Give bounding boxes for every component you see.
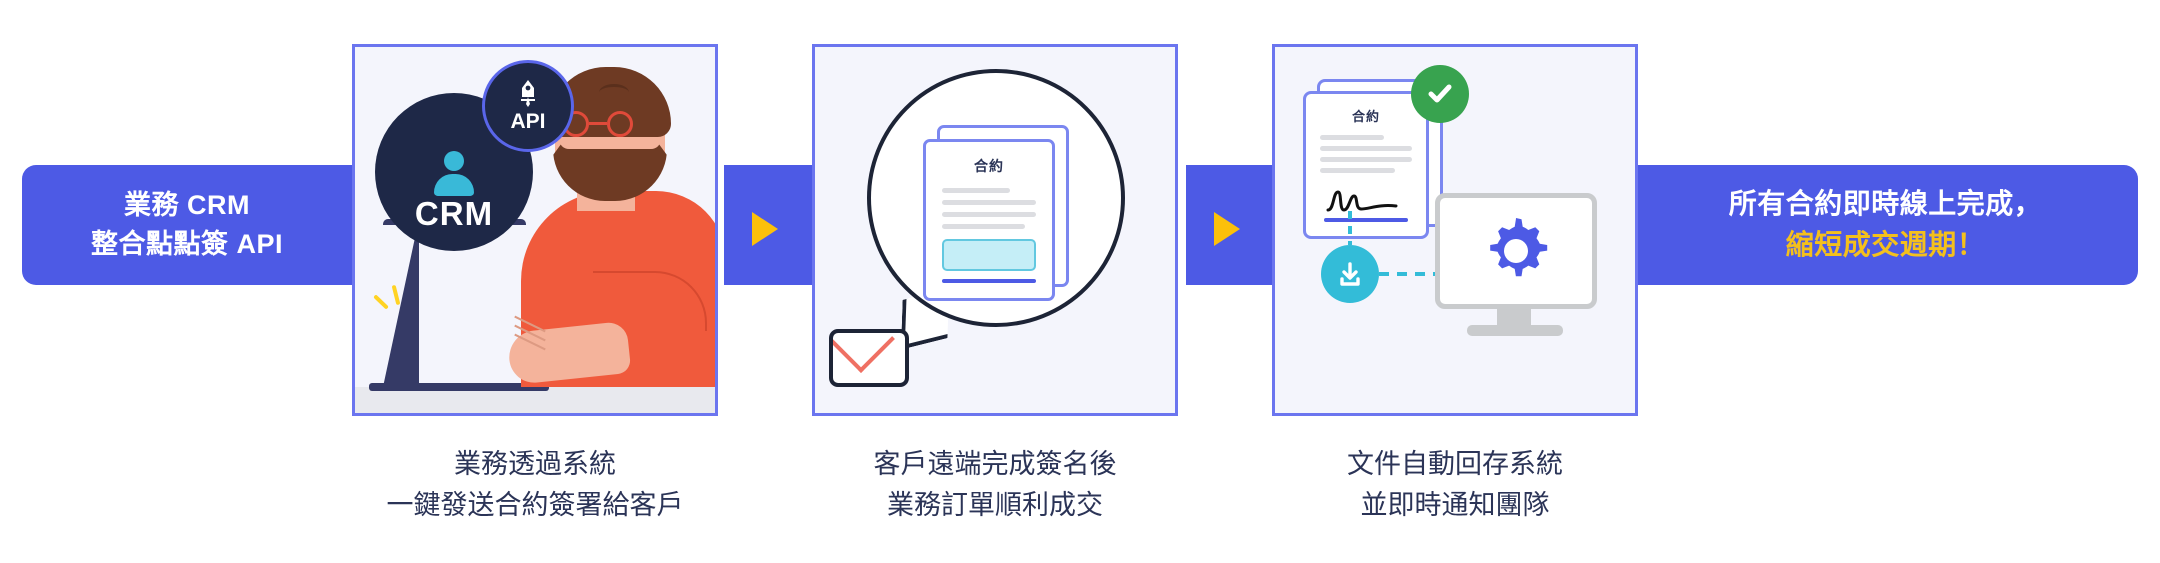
laptop-icon <box>383 219 419 387</box>
signed-contract-underline <box>1324 218 1408 222</box>
monitor-stand-foot <box>1467 325 1563 336</box>
api-badge-label: API <box>510 109 546 133</box>
signed-contract-title: 合約 <box>1351 109 1380 124</box>
band-left-line1: 業務 CRM <box>124 189 250 220</box>
play-arrow-icon-1 <box>752 212 778 246</box>
signature-box-icon <box>942 239 1036 271</box>
band-right <box>1633 165 2138 285</box>
step-1-caption-line1: 業務透過系統 <box>454 449 616 479</box>
step-1-illustration: CRM API <box>352 44 718 416</box>
laptop-base <box>369 383 549 391</box>
dashed-connector-horizontal <box>1379 272 1439 276</box>
band-right-line1: 所有合約即時線上完成， <box>1728 188 2043 220</box>
band-left-text: 業務 CRM 整合點點簽 API <box>22 165 352 285</box>
monitor-icon <box>1435 193 1597 309</box>
api-badge: API <box>482 60 574 152</box>
person-icon <box>431 151 477 196</box>
download-arrow <box>1340 262 1360 286</box>
band-right-line2: 縮短成交週期！ <box>1785 229 1986 260</box>
step-2-caption-line2: 業務訂單順利成交 <box>887 489 1103 520</box>
signature-icon <box>1326 190 1398 212</box>
person-eyebrow <box>599 84 629 101</box>
contract-document-front: 合約 <box>923 139 1055 301</box>
step-2-caption-line1: 客戶遠端完成簽名後 <box>873 449 1117 479</box>
step-3-caption-line1: 文件自動回存系統 <box>1347 449 1563 479</box>
salesperson-illustration <box>503 67 715 387</box>
check-circle-icon <box>1411 65 1469 123</box>
band-left <box>22 165 352 285</box>
dashed-connector-vertical <box>1348 211 1352 245</box>
signed-contract-text-lines <box>1320 135 1412 173</box>
step-2-illustration: 合約 <box>812 44 1178 416</box>
step-3-caption-line2: 並即時通知團隊 <box>1360 489 1550 520</box>
signed-contract-front: 合約 <box>1303 91 1429 239</box>
desk-surface <box>355 387 715 413</box>
gear-icon <box>1490 218 1548 277</box>
check-mark <box>1428 84 1452 103</box>
step-3-caption: 文件自動回存系統 並即時通知團隊 <box>1220 444 1690 525</box>
envelope-icon <box>829 329 909 387</box>
band-left-line2: 整合點點簽 API <box>90 229 283 259</box>
step-2-caption: 客戶遠端完成簽名後 業務訂單順利成交 <box>760 444 1230 525</box>
step-1-caption: 業務透過系統 一鍵發送合約簽署給客戶 <box>300 444 770 525</box>
pen-nib-icon <box>521 79 535 107</box>
download-icon <box>1321 245 1379 303</box>
monitor-stand-neck <box>1497 307 1531 327</box>
band-right-text: 所有合約即時線上完成， 縮短成交週期！ <box>1633 165 2138 285</box>
contract-text-lines <box>942 188 1036 229</box>
crm-badge-label: CRM <box>414 195 494 232</box>
contract-title: 合約 <box>974 158 1004 174</box>
glasses-icon <box>559 111 663 139</box>
step-1-caption-line2: 一鍵發送合約簽署給客戶 <box>386 489 684 520</box>
step-3-illustration: 合約 <box>1272 44 1638 416</box>
contract-underline <box>942 279 1036 283</box>
person-fingers <box>511 315 563 355</box>
play-arrow-icon-2 <box>1214 212 1240 246</box>
